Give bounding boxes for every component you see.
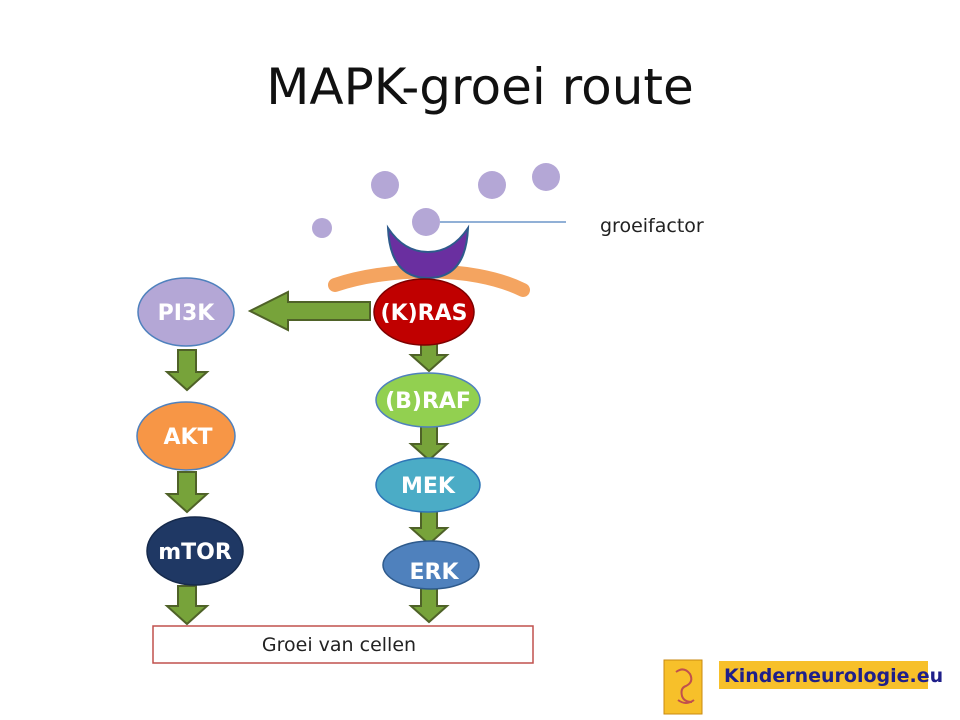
node-pi3k-label: PI3K [158, 301, 216, 326]
ligand-molecule [371, 171, 399, 199]
node-akt: AKT [136, 401, 236, 471]
node-mek-label: MEK [401, 474, 456, 499]
node-braf-label: (B)RAF [385, 389, 471, 414]
node-mek: MEK [375, 457, 481, 513]
logo-text: Kinderneurologie.eu [724, 665, 943, 687]
ligand-molecule [478, 171, 506, 199]
node-kras-label: (K)RAS [381, 301, 468, 326]
ligand-label: groeifactor [600, 215, 704, 237]
node-braf: (B)RAF [375, 372, 481, 428]
logo-banner [719, 661, 928, 689]
arrow-akt-to-mtor [164, 471, 210, 514]
logo: Kinderneurologie.eu [663, 659, 943, 715]
page-title: MAPK-groei route [266, 58, 694, 116]
logo-figure-icon [675, 668, 695, 704]
node-kras: (K)RAS [373, 278, 475, 346]
arrow-mtor-to-outcome [164, 585, 210, 626]
outcome-box: Groei van cellen [152, 625, 534, 664]
receptor [386, 224, 470, 280]
arrow-pi3k-to-akt [164, 349, 210, 392]
node-mtor-label: mTOR [158, 540, 232, 565]
node-akt-label: AKT [163, 425, 212, 450]
node-erk-label: ERK [409, 560, 459, 585]
arrow-erk-to-outcome [408, 584, 450, 624]
outcome-label: Groei van cellen [262, 634, 416, 656]
ligand-molecule [312, 218, 332, 238]
ligand-molecule-bound [412, 208, 440, 236]
node-mtor: mTOR [146, 516, 244, 586]
node-erk: ERK [382, 540, 480, 590]
node-pi3k: PI3K [137, 277, 235, 347]
arrow-kras-to-pi3k [247, 290, 371, 332]
ligand-molecule [532, 163, 560, 191]
